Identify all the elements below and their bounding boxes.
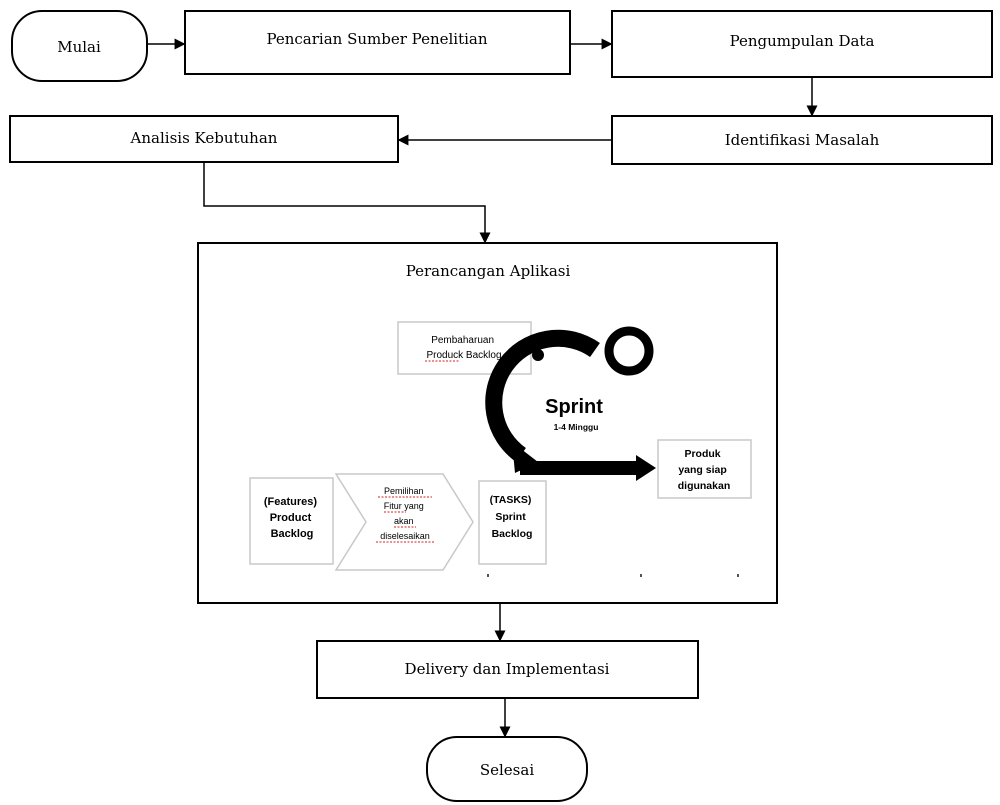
output-arrow-head [636,455,656,481]
sprint-backlog-line2: Sprint [495,511,526,523]
product-ready-line1: Produk [684,448,720,460]
sprint-backlog-line1: (TASKS) [490,494,532,506]
product-ready-line3: digunakan [678,480,731,492]
problem-identification-label: Identifikasi Masalah [725,131,880,149]
feature-selection-line3: akan [394,516,414,526]
end-label: Selesai [480,761,534,779]
scrum-diagram: Pembaharuan Produck Backlog Sprint 1-4 M… [249,321,752,577]
search-sources-box: Pencarian Sumber Penelitian [184,10,571,75]
product-backlog-box: (Features) Product Backlog [249,477,334,565]
sprint-small-loop [604,326,654,376]
output-arrow-shaft [520,461,638,475]
feature-selection-line1: Pemilihan [384,486,424,496]
start-label: Mulai [57,38,101,56]
update-backlog-line2: Produck Backlog [426,350,501,361]
sprint-arc-arrowhead [512,442,538,473]
feature-selection-line2: Fitur yang [384,501,424,511]
app-design-title: Perancangan Aplikasi [406,262,571,280]
product-backlog-line1: (Features) [264,496,318,508]
sprint-circle-arc [485,329,600,462]
sprint-backlog-line3: Backlog [492,528,533,540]
arrow-analysis-to-design [203,162,491,244]
product-ready-line2: yang siap [678,464,726,476]
stray-mark [737,574,739,577]
needs-analysis-box: Analisis Kebutuhan [9,115,399,163]
sprint-label: Sprint [545,396,603,418]
stray-mark [487,574,489,577]
sprint-duration-label: 1-4 Minggu [554,422,599,432]
stray-mark [640,574,642,577]
feature-selection-line4: diselesaikan [380,531,430,541]
delivery-implementation-label: Delivery dan Implementasi [405,660,610,678]
feature-selection-chevron: Pemilihan Fitur yang akan diselesaikan [334,473,474,571]
sprint-dot [532,349,544,361]
problem-identification-box: Identifikasi Masalah [611,115,993,165]
sprint-backlog-box: (TASKS) Sprint Backlog [478,480,547,565]
product-backlog-line3: Backlog [271,528,314,540]
update-backlog-line1: Pembaharuan [431,335,494,346]
svg-text:Pemilihan Fitur yang: Pemilihan Fitur yang akan diselesaikan [380,486,430,541]
svg-text:Pembaharuan Produck Ba: Pembaharuan Produck Backlog [426,335,501,361]
data-collection-label: Pengumpulan Data [730,32,875,50]
delivery-implementation-box: Delivery dan Implementasi [316,640,699,699]
svg-text:(Features) Product: (Features) Product Backlog [264,496,320,540]
sprint-cycle-icon: Sprint 1-4 Minggu [485,326,656,481]
needs-analysis-label: Analisis Kebutuhan [130,129,278,147]
product-backlog-line2: Product [270,512,312,524]
start-terminal: Mulai [11,10,148,82]
svg-text:Produk yang siap: Produk yang siap digunakan [678,448,731,492]
end-terminal: Selesai [426,736,588,802]
search-sources-label: Pencarian Sumber Penelitian [266,30,487,48]
product-ready-box: Produk yang siap digunakan [657,439,752,499]
svg-text:(TASKS) Sprint: (TASKS) Sprint Backlog [490,494,535,540]
data-collection-box: Pengumpulan Data [611,10,993,78]
